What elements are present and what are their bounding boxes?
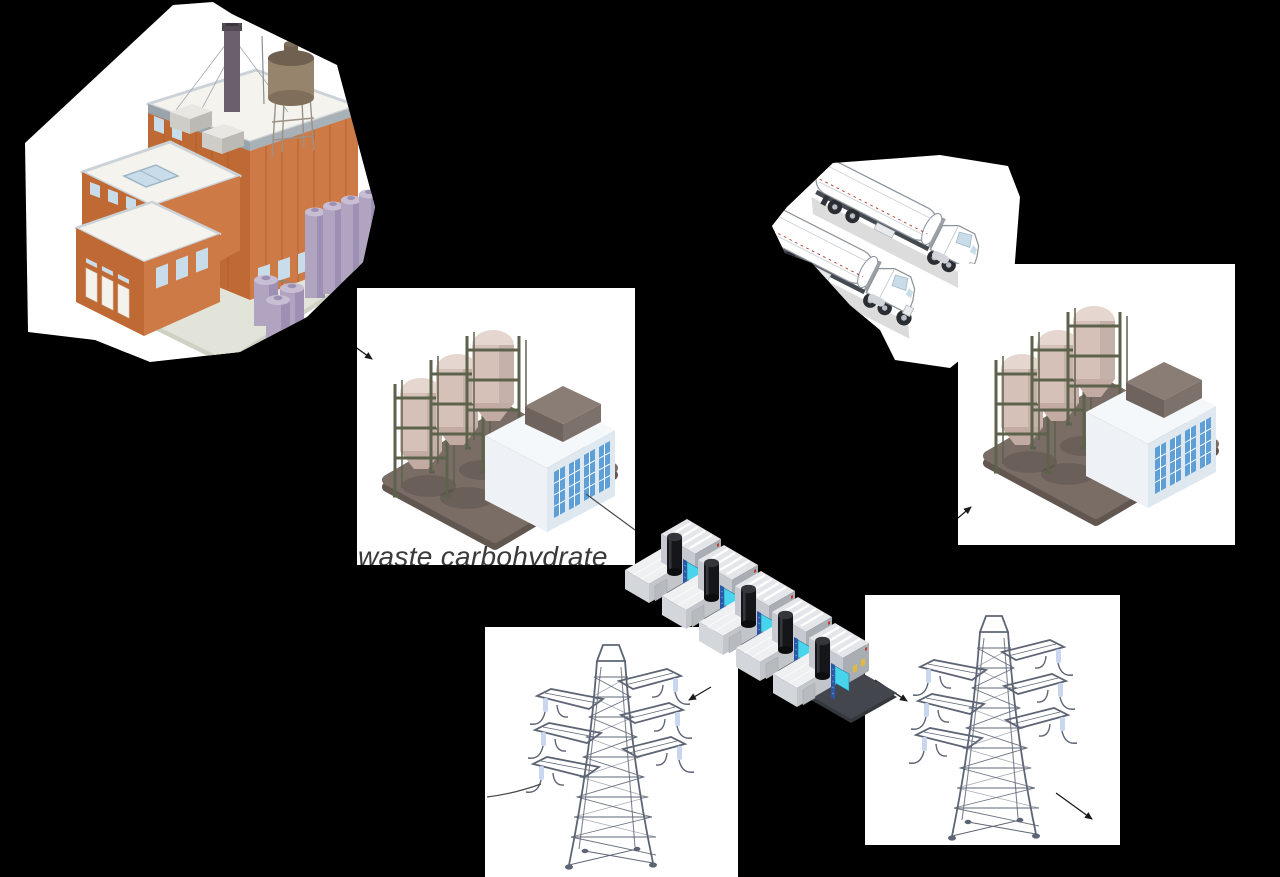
- flow-arrow-into-facility-2: [958, 506, 972, 519]
- silo-storage-facility-icon: [958, 264, 1235, 545]
- flow-curve-tower-1: [486, 783, 542, 798]
- flow-arrow-factory-to-facility-1: [357, 347, 373, 360]
- electricity-pylon-icon: [485, 627, 738, 877]
- flow-line-facility-1-to-generators: [585, 493, 635, 531]
- flow-arrow-tower-2-outgoing: [1055, 792, 1093, 820]
- flow-arrow-generators-to-tower-1: [688, 686, 712, 701]
- waste-carbohydrate-label: waste carbohydrate: [358, 541, 608, 565]
- electricity-pylon-icon: [865, 595, 1120, 845]
- silo-storage-facility-icon: waste carbohydrate: [357, 288, 635, 565]
- brewery-factory-icon: [25, 2, 375, 362]
- generator-row-icon: [623, 515, 900, 727]
